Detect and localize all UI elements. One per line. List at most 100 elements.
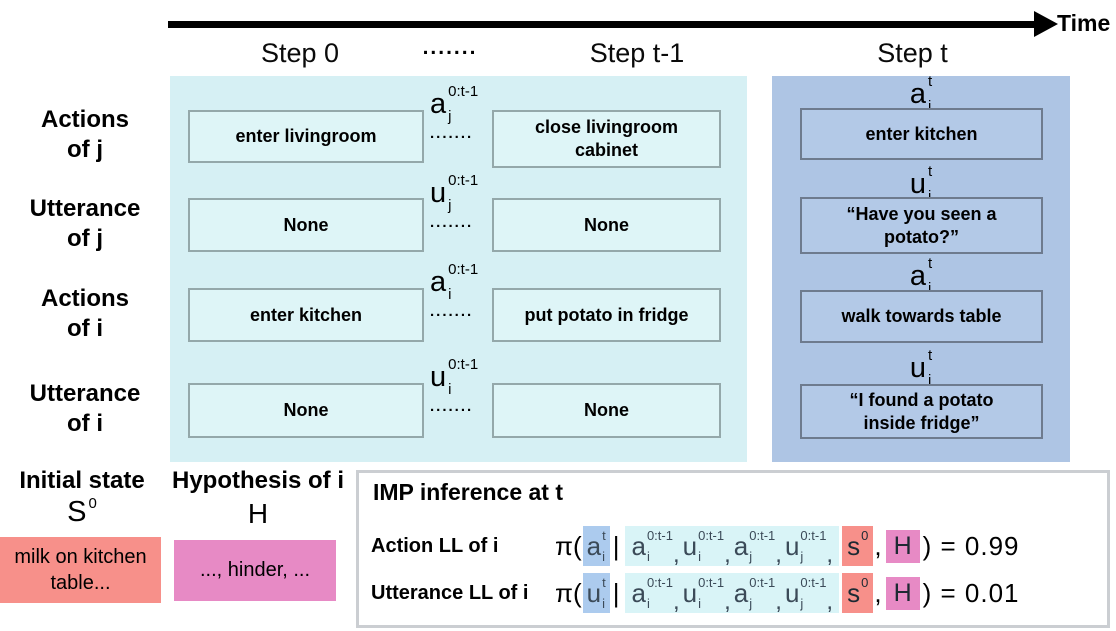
action-box-i-step0: enter kitchen	[188, 288, 424, 342]
row-label-line: Actions	[40, 106, 129, 133]
timeline-label: Time	[1057, 10, 1111, 36]
math-subscript: i	[448, 286, 452, 303]
math-superscript: 0:t-1	[448, 172, 479, 189]
utterance-likelihood-formula: π( u t i | a 0:t-1	[555, 573, 1020, 613]
initial-state-title: Initial state	[19, 467, 145, 494]
math-letter: u	[586, 578, 602, 608]
history-terms-highlight: a 0:t-1 i , u 0:t-1 i , a	[625, 526, 840, 568]
math-superscript: t	[602, 528, 606, 543]
math-letter: u	[682, 578, 698, 608]
math-subscript: j	[448, 197, 452, 214]
utterance-box-i-step-t-1: None	[492, 383, 721, 438]
header-step-t: Step t	[877, 38, 948, 68]
conditional-bar: |	[612, 530, 620, 561]
math-subscript: j	[800, 549, 804, 564]
row-label-line: of i	[67, 315, 103, 342]
timeline-arrow-bar	[168, 21, 1040, 28]
inference-row-utterance: Utterance LL of i π( u t i | a	[371, 570, 1020, 616]
utterance-box-j-step0: None	[188, 198, 424, 252]
comma: ,	[724, 540, 731, 568]
math-letter: a	[430, 87, 447, 120]
hypothesis-symbol: H	[247, 498, 269, 529]
math-letter: u	[909, 167, 926, 200]
likelihood-value: ) = 0.99	[922, 530, 1020, 561]
comma: ,	[724, 587, 731, 615]
hypothesis-box: ..., hinder, ...	[174, 540, 336, 601]
math-subscript: j	[928, 189, 932, 204]
math-superscript: 0	[861, 575, 869, 590]
math-letter: a	[733, 531, 749, 561]
math-superscript: 0:t-1	[448, 261, 479, 278]
math-subscript: i	[927, 280, 932, 297]
header-ellipsis: .......	[422, 36, 478, 59]
math-subscript: i	[646, 549, 650, 564]
math-superscript: 0:t-1	[698, 575, 725, 590]
math-subscript: i	[698, 549, 701, 564]
utterance-box-j-step-t: “Have you seen a potato?”	[800, 197, 1043, 254]
action-box-j-step0: enter livingroom	[188, 110, 424, 163]
math-superscript: t	[927, 163, 933, 180]
inference-row-action: Action LL of i π( a t i | a	[371, 523, 1020, 569]
math-superscript: t	[927, 347, 933, 364]
math-subscript: j	[800, 596, 804, 611]
math-superscript: t	[927, 73, 933, 90]
row-label-line: Utterance	[29, 195, 141, 222]
math-subscript: j	[749, 549, 753, 564]
math-superscript: 0:t-1	[448, 356, 479, 373]
initial-state-term-highlight: s 0	[842, 526, 874, 566]
utterance-box-i-step0: None	[188, 383, 424, 438]
hypothesis-title: Hypothesis of i	[171, 467, 345, 494]
pi-open: π(	[555, 577, 582, 608]
ellipsis-dots: .......	[430, 303, 474, 320]
comma: ,	[826, 587, 834, 615]
likelihood-value: ) = 0.01	[922, 577, 1020, 608]
math-letter: u	[430, 176, 447, 209]
math-subscript: i	[646, 596, 650, 611]
notation-u-i-current: u t i	[772, 348, 1070, 388]
math-letter: u	[430, 360, 447, 393]
math-letter: a	[586, 531, 602, 561]
row-label-utterance-of-i: Utterance of i	[0, 379, 170, 439]
action-likelihood-formula: π( a t i | a 0:t-1	[555, 526, 1020, 566]
comma: ,	[874, 577, 882, 608]
initial-state-box: milk on kitchen table...	[0, 537, 161, 603]
math-superscript: 0:t-1	[448, 83, 479, 100]
math-subscript: j	[749, 596, 753, 611]
math-letter: S	[67, 495, 87, 528]
ellipsis-dots: .......	[430, 214, 474, 231]
math-letter: u	[784, 531, 800, 561]
utterance-box-i-step-t: “I found a potato inside fridge”	[800, 384, 1043, 439]
timeline-arrowhead-icon	[1034, 11, 1058, 37]
math-superscript: 0:t-1	[749, 575, 776, 590]
comma: ,	[874, 530, 882, 561]
math-superscript: 0:t-1	[646, 528, 673, 543]
target-term-highlight: u t i	[582, 573, 610, 613]
history-terms-highlight: a 0:t-1 i , u 0:t-1 i , a	[625, 573, 840, 615]
row-label-line: Utterance	[29, 380, 141, 407]
math-subscript: i	[602, 549, 605, 564]
inference-panel: IMP inference at t Action LL of i π( a t…	[356, 470, 1110, 628]
header-step-t-minus-1: Step t-1	[589, 38, 685, 68]
notation-a-j-history: a 0:t-1 j .......	[430, 84, 478, 141]
ellipsis-dots: .......	[430, 125, 474, 142]
action-box-j-step-t: enter kitchen	[800, 108, 1043, 160]
math-superscript: 0:t-1	[749, 528, 776, 543]
row-label-actions-of-i: Actions of i	[0, 284, 170, 344]
row-label-line: of j	[67, 136, 103, 163]
notation-a-i-history: a 0:t-1 i .......	[430, 262, 478, 319]
math-subscript: i	[602, 596, 605, 611]
hypothesis-term-highlight: H	[885, 529, 920, 563]
math-superscript: 0	[88, 495, 97, 512]
math-letter: a	[631, 531, 646, 561]
comma: ,	[775, 540, 782, 568]
math-letter: a	[909, 77, 926, 110]
header-step-0: Step 0	[260, 38, 340, 68]
row-label-utterance-of-j: Utterance of j	[0, 194, 170, 254]
inference-row-label: Action LL of i	[371, 534, 499, 557]
row-label-line: of i	[67, 410, 103, 437]
initial-state-term-highlight: s 0	[842, 573, 874, 613]
math-letter: a	[631, 578, 646, 608]
row-label-line: Actions	[40, 285, 129, 312]
math-letter: s	[847, 578, 861, 608]
